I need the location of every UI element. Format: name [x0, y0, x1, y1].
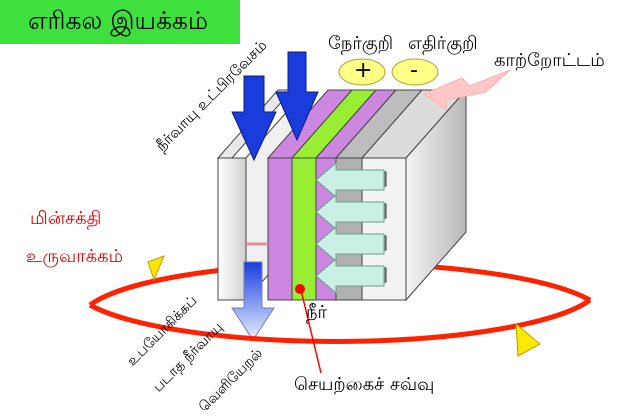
negative-terminal-label: எதிர்குறி	[408, 33, 478, 54]
minus-symbol: -	[410, 58, 418, 83]
right-block-side	[405, 88, 467, 302]
positive-terminal	[338, 58, 386, 86]
left-end-plate	[217, 157, 247, 301]
diagram-title: எரிகல இயக்கம்	[28, 6, 209, 35]
circuit-direction-arrow-right	[515, 322, 541, 357]
hydrogen-arrow-1	[231, 75, 277, 162]
air-inflow-arrow	[422, 69, 511, 111]
power-label-line2: உருவாக்கம்	[26, 246, 124, 267]
air-flow-label: காற்றோட்டம்	[494, 50, 605, 71]
anode-layer	[267, 157, 293, 301]
exhaust-arrow	[231, 261, 275, 341]
negative-terminal	[391, 58, 439, 86]
power-label-line1: மின்சக்தி	[30, 208, 102, 229]
catalyst-membrane-label: செயற்கைச் சவ்வு	[294, 374, 435, 395]
circuit-front	[88, 297, 592, 344]
hydrogen-arrow-2	[275, 51, 319, 142]
title-box: எரிகல இயக்கம்	[0, 0, 240, 44]
plus-symbol: +	[354, 58, 373, 83]
water-label: நீர்	[306, 302, 327, 323]
water-flow-arrows	[315, 161, 385, 295]
catalyst-leader	[300, 289, 322, 374]
positive-terminal-label: நேர்குறி	[328, 33, 394, 54]
electrolyte-layer	[291, 157, 317, 301]
catalyst-point	[295, 284, 305, 294]
circuit-direction-arrow-left	[147, 255, 165, 282]
